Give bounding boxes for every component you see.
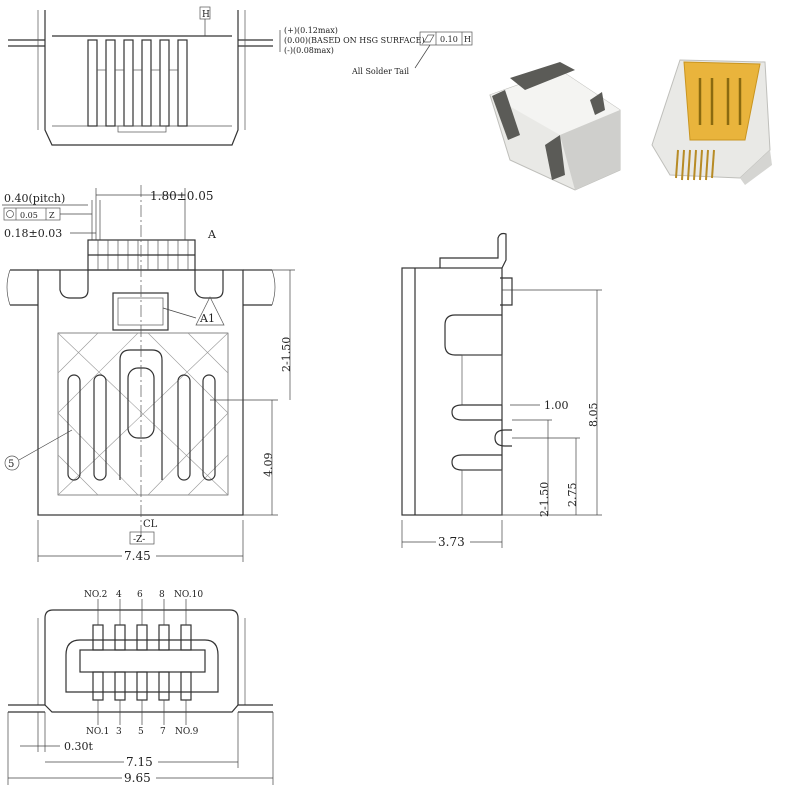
solder-tail-note: All Solder Tail bbox=[351, 67, 410, 76]
pin-label-top-5: NO.10 bbox=[174, 590, 203, 600]
pin-label-bottom-3: 5 bbox=[138, 727, 144, 737]
width-label: 7.45 bbox=[124, 549, 151, 563]
bottom-view: NO.2 4 6 8 NO.10 NO.1 3 5 7 NO.9 0.30t 7… bbox=[7, 590, 274, 785]
pin-span-label: 1.80±0.05 bbox=[150, 189, 214, 203]
pitch-label: 0.40(pitch) bbox=[4, 192, 65, 205]
depth-label: 3.73 bbox=[438, 535, 465, 549]
datum-z-label: -Z- bbox=[133, 535, 145, 545]
flatness-frame: 0.10 H bbox=[419, 31, 473, 46]
a1-triangle-icon bbox=[195, 296, 225, 326]
connector-photo-angled bbox=[489, 62, 621, 191]
flatness-symbol-icon bbox=[423, 34, 435, 43]
top-view-outline bbox=[44, 10, 239, 146]
overall-width-label: 9.65 bbox=[124, 771, 151, 785]
front-view-housing bbox=[57, 332, 229, 496]
flatness-value: 0.10 bbox=[440, 35, 458, 44]
callout-5: 5 bbox=[8, 459, 14, 470]
position-tol-datum: Z bbox=[49, 211, 55, 220]
bottom-view-pins bbox=[92, 624, 192, 701]
position-tolerance-frame: 0.05 Z bbox=[3, 207, 61, 221]
datum-h-label: H bbox=[202, 10, 210, 20]
pin-label-top-4: 8 bbox=[159, 590, 165, 600]
connector-photo-gold bbox=[651, 59, 772, 185]
pin-width-label: 0.18±0.03 bbox=[4, 227, 62, 240]
pin-label-bottom-2: 3 bbox=[116, 727, 122, 737]
tolerance-zero: (0.00)(BASED ON HSG SURFACE) bbox=[284, 36, 425, 45]
marker-a1: A1 bbox=[199, 312, 215, 325]
top-view-pins bbox=[87, 39, 188, 127]
pin-label-bottom-5: NO.9 bbox=[175, 727, 199, 737]
dim-409: 4.09 bbox=[262, 453, 275, 478]
position-symbol-icon bbox=[6, 210, 14, 218]
front-view-pins bbox=[87, 239, 196, 271]
bottom-view-opening bbox=[65, 639, 219, 693]
bottom-view-outline bbox=[44, 609, 239, 705]
side-view-body bbox=[401, 267, 503, 516]
dim-2-150-side: 2-1.50 bbox=[538, 482, 551, 517]
side-view: 8.05 1.00 2-1.50 2.75 3.73 bbox=[401, 232, 602, 549]
flatness-datum: H bbox=[464, 35, 471, 44]
position-tol-value: 0.05 bbox=[20, 211, 38, 220]
tolerance-minus: (-)(0.08max) bbox=[284, 46, 334, 55]
thickness-label: 0.30t bbox=[64, 740, 93, 753]
marker-a: A bbox=[207, 228, 217, 241]
inner-width-label: 7.15 bbox=[126, 755, 153, 769]
pin-label-top-3: 6 bbox=[137, 590, 143, 600]
bottom-view-tongue bbox=[79, 649, 206, 673]
dim-275: 2.75 bbox=[566, 483, 579, 508]
front-view-contacts bbox=[67, 349, 216, 481]
dim-2-150-front: 2-1.50 bbox=[280, 337, 293, 372]
dim-100: 1.00 bbox=[544, 399, 569, 412]
front-view: 0.40(pitch) 0.05 Z 0.18±0.03 1.80±0.05 A… bbox=[2, 185, 295, 563]
side-view-tab bbox=[494, 429, 512, 447]
pin-label-bottom-1: NO.1 bbox=[86, 727, 109, 737]
front-view-body bbox=[37, 269, 244, 516]
pin-label-top-2: 4 bbox=[116, 590, 122, 600]
height-label: 8.05 bbox=[587, 403, 600, 428]
pin-label-top-1: NO.2 bbox=[84, 590, 107, 600]
front-view-window bbox=[112, 292, 169, 331]
side-view-slot-upper bbox=[444, 314, 502, 356]
pin-label-bottom-4: 7 bbox=[160, 727, 166, 737]
centerline-label: CL bbox=[143, 519, 158, 530]
top-view: H (+)(0.12max) (0.00)(BASED ON HSG SURFA… bbox=[8, 6, 473, 146]
tolerance-plus: (+)(0.12max) bbox=[284, 26, 338, 35]
